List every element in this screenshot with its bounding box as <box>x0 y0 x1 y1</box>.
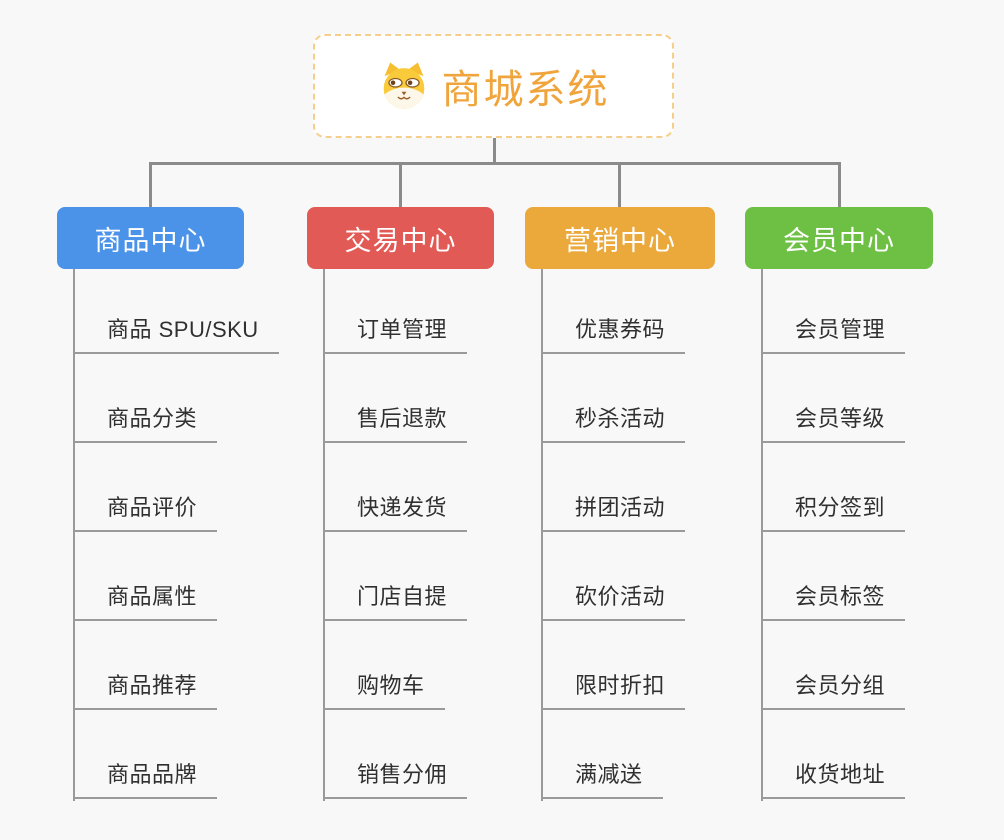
leaf-node[interactable]: 拼团活动 <box>541 443 686 532</box>
leaf-node[interactable]: 购物车 <box>323 621 445 710</box>
connector-horizontal-bus <box>149 162 841 165</box>
root-label: 商城系统 <box>441 68 610 112</box>
leaf-node[interactable]: 满减送 <box>541 710 663 799</box>
branch-header-trade-center[interactable]: 交易中心 <box>307 207 494 269</box>
leaf-node[interactable]: 商品 SPU/SKU <box>73 269 279 354</box>
leaf-node[interactable]: 会员分组 <box>761 621 906 710</box>
branch-items-marketing-center: 优惠券码 秒杀活动 拼团活动 砍价活动 限时折扣 满减送 <box>541 269 686 799</box>
root-node[interactable]: 商城系统 <box>313 34 674 138</box>
connector-drop-member-center <box>838 162 841 208</box>
dog-face-icon <box>378 60 430 112</box>
leaf-node[interactable]: 商品推荐 <box>73 621 218 710</box>
leaf-node[interactable]: 会员标签 <box>761 532 906 621</box>
trunk-line-product-center <box>73 269 75 801</box>
leaf-node[interactable]: 收货地址 <box>761 710 906 799</box>
leaf-node[interactable]: 积分签到 <box>761 443 906 532</box>
connector-drop-trade-center <box>399 162 402 208</box>
branch-items-trade-center: 订单管理 售后退款 快递发货 门店自提 购物车 销售分佣 <box>323 269 468 799</box>
leaf-node[interactable]: 商品品牌 <box>73 710 218 799</box>
leaf-node[interactable]: 销售分佣 <box>323 710 468 799</box>
connector-drop-product-center <box>149 162 152 208</box>
trunk-line-member-center <box>761 269 763 801</box>
branch-header-product-center[interactable]: 商品中心 <box>57 207 244 269</box>
branch-header-member-center[interactable]: 会员中心 <box>745 207 933 269</box>
leaf-node[interactable]: 商品属性 <box>73 532 218 621</box>
leaf-node[interactable]: 优惠券码 <box>541 269 686 354</box>
leaf-node[interactable]: 订单管理 <box>323 269 468 354</box>
trunk-line-trade-center <box>323 269 325 801</box>
branch-items-product-center: 商品 SPU/SKU 商品分类 商品评价 商品属性 商品推荐 商品品牌 <box>73 269 279 799</box>
leaf-node[interactable]: 秒杀活动 <box>541 354 686 443</box>
connector-root-drop <box>493 136 496 164</box>
branch-items-member-center: 会员管理 会员等级 积分签到 会员标签 会员分组 收货地址 <box>761 269 906 799</box>
leaf-node[interactable]: 会员管理 <box>761 269 906 354</box>
leaf-node[interactable]: 会员等级 <box>761 354 906 443</box>
leaf-node[interactable]: 商品评价 <box>73 443 218 532</box>
branch-header-marketing-center[interactable]: 营销中心 <box>525 207 715 269</box>
leaf-node[interactable]: 快递发货 <box>323 443 468 532</box>
leaf-node[interactable]: 商品分类 <box>73 354 218 443</box>
leaf-node[interactable]: 砍价活动 <box>541 532 686 621</box>
leaf-node[interactable]: 门店自提 <box>323 532 468 621</box>
leaf-node[interactable]: 售后退款 <box>323 354 468 443</box>
trunk-line-marketing-center <box>541 269 543 801</box>
connector-drop-marketing-center <box>618 162 621 208</box>
leaf-node[interactable]: 限时折扣 <box>541 621 686 710</box>
